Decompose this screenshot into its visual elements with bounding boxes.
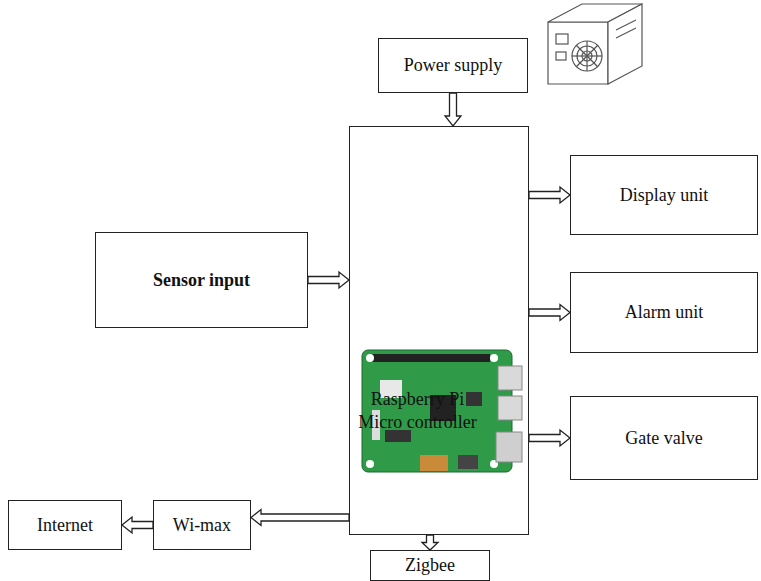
power-supply-illustration: [548, 4, 642, 84]
node-label: Alarm unit: [625, 301, 704, 324]
wimax-box: Wi-max: [153, 500, 251, 550]
block-arrow: [122, 517, 153, 533]
zigbee-box: Zigbee: [370, 550, 490, 581]
node-label: Wi-max: [173, 514, 231, 537]
alarm-unit-box: Alarm unit: [570, 272, 758, 353]
block-arrow: [422, 535, 438, 550]
node-label: Gate valve: [625, 427, 702, 450]
internet-box: Internet: [8, 500, 122, 550]
block-arrow: [308, 272, 349, 288]
block-arrow: [251, 510, 349, 526]
node-label: Power supply: [404, 54, 503, 77]
node-label: Zigbee: [405, 554, 455, 577]
sensor-input-box: Sensor input: [95, 232, 308, 328]
node-label: Display unit: [620, 184, 709, 207]
block-arrow: [529, 305, 570, 321]
node-label: Raspberry Pi Micro controller: [350, 388, 485, 433]
power-supply-box: Power supply: [378, 38, 528, 93]
raspberry-pi-board: [362, 350, 522, 472]
block-arrow: [529, 187, 570, 203]
node-label: Sensor input: [153, 269, 250, 292]
controller-box: Raspberry Pi Micro controller: [349, 126, 529, 535]
block-arrow: [529, 430, 570, 446]
display-unit-box: Display unit: [570, 155, 758, 235]
node-label: Internet: [37, 514, 93, 537]
block-arrow: [445, 93, 461, 126]
gate-valve-box: Gate valve: [570, 396, 758, 480]
